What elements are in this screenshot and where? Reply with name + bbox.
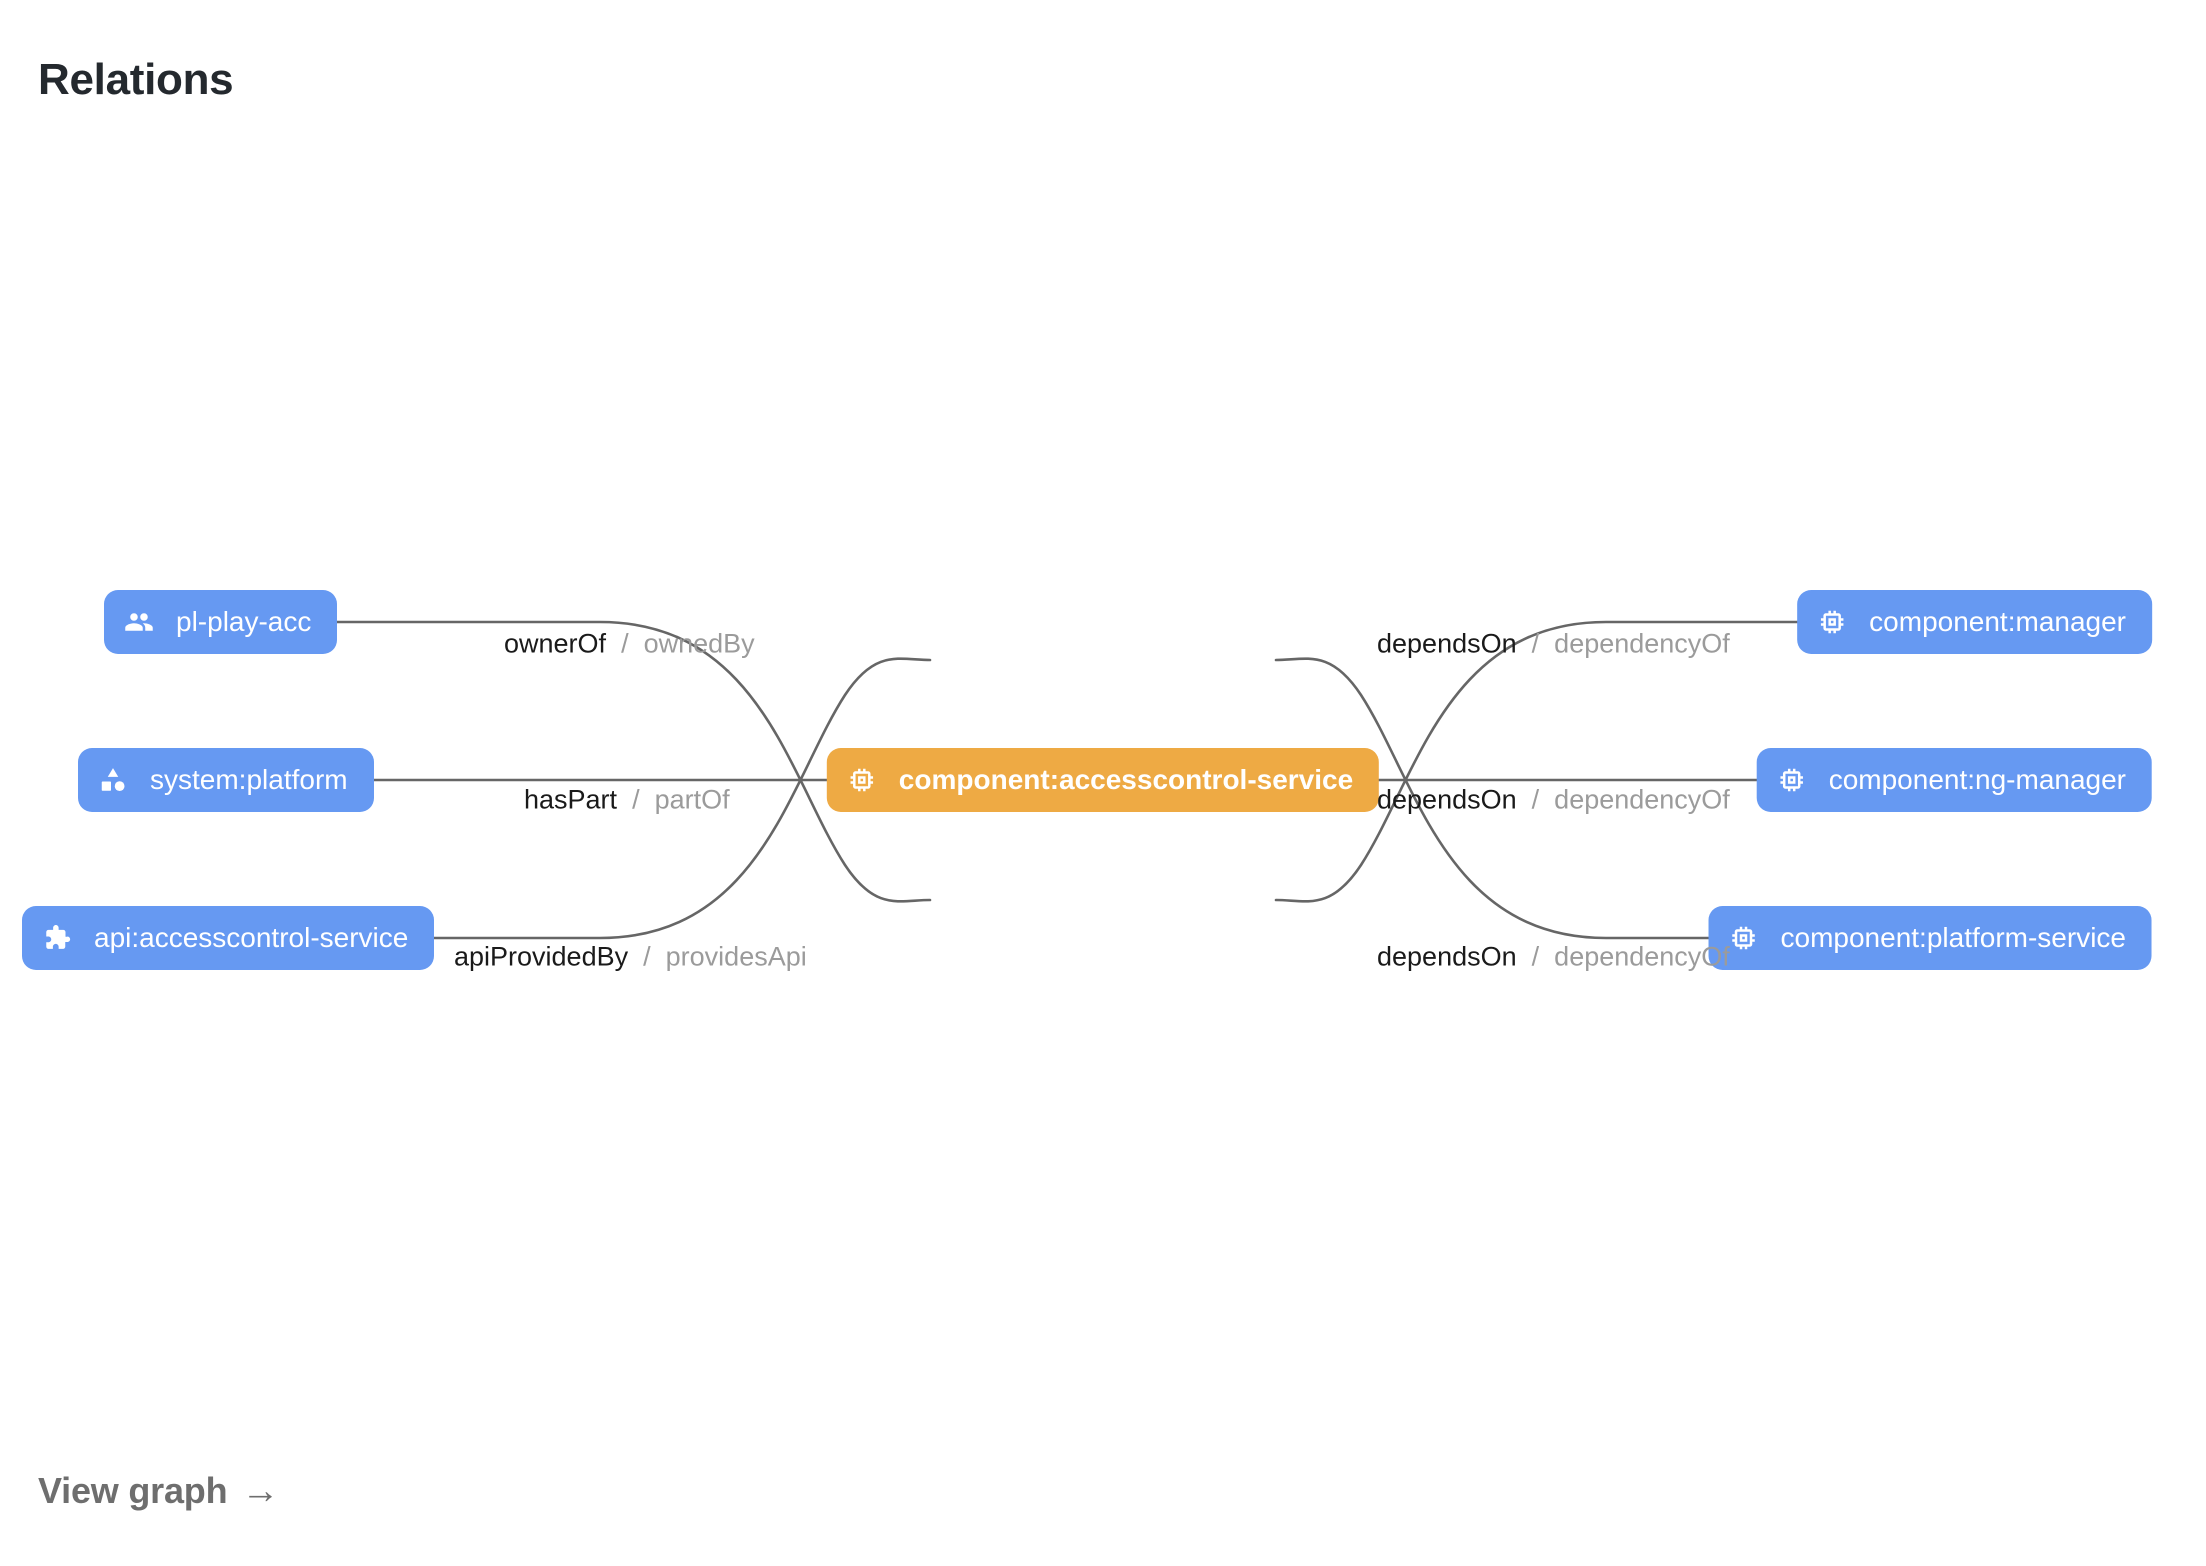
relations-graph: pl-play-acc system:platform api:accessco… <box>0 120 2206 1400</box>
edge-label-ownerOf: ownerOf / ownedBy <box>504 628 755 659</box>
graph-node-label: api:accesscontrol-service <box>94 922 409 953</box>
graph-node-label: component:manager <box>1869 606 2126 637</box>
edge-label-reverse: ownedBy <box>643 628 755 659</box>
graph-node-label: component:accesscontrol-service <box>898 764 1354 795</box>
arrow-right-icon: → <box>241 1470 280 1512</box>
graph-node-component-accesscontrol-service[interactable]: component:accesscontrol-service <box>826 748 1380 812</box>
edge-line-dependsOn-platform-service <box>1274 657 1802 940</box>
edge-label-reverse: dependencyOf <box>1554 628 1730 659</box>
view-graph-link[interactable]: View graph → <box>38 1470 279 1512</box>
edge-label-separator: / <box>624 784 648 815</box>
graph-node-label: pl-play-acc <box>176 606 312 637</box>
edge-line-dependsOn-manager <box>1274 620 1882 903</box>
edge-label-forward: apiProvidedBy <box>454 941 629 972</box>
graph-node-label: system:platform <box>150 764 348 795</box>
page-title: Relations <box>38 55 234 105</box>
edge-label-separator: / <box>1524 941 1547 972</box>
graph-node-component-ng-manager[interactable]: component:ng-manager <box>1756 748 2152 812</box>
edge-label-forward: dependsOn <box>1377 784 1517 815</box>
graph-node-component-platform-service[interactable]: component:platform-service <box>1708 906 2152 970</box>
edge-label-dependsOn-platform-service: dependsOn / dependencyOf <box>1377 941 1730 972</box>
edge-label-forward: ownerOf <box>504 628 607 659</box>
memory-chip-icon <box>847 765 877 795</box>
graph-node-component-manager[interactable]: component:manager <box>1797 590 2152 654</box>
puzzle-extension-icon <box>42 923 72 953</box>
view-graph-label: View graph <box>38 1470 228 1511</box>
edge-label-separator: / <box>613 628 637 659</box>
memory-chip-icon <box>1817 607 1847 637</box>
edge-label-separator: / <box>1524 628 1547 659</box>
edge-line-apiProvidedBy <box>404 657 932 940</box>
edge-label-reverse: providesApi <box>665 941 807 972</box>
graph-node-api-accesscontrol-service[interactable]: api:accesscontrol-service <box>22 906 435 970</box>
edge-label-forward: dependsOn <box>1377 941 1517 972</box>
edge-line-ownerOf <box>324 620 932 903</box>
group-people-icon <box>124 607 154 637</box>
edge-label-dependsOn-ng-manager: dependsOn / dependencyOf <box>1377 784 1730 815</box>
memory-chip-icon <box>1729 923 1759 953</box>
edge-label-apiProvidedBy: apiProvidedBy / providesApi <box>454 941 807 972</box>
edge-label-reverse: dependencyOf <box>1554 941 1730 972</box>
edge-label-separator: / <box>635 941 659 972</box>
memory-chip-icon <box>1777 765 1807 795</box>
category-shapes-icon <box>98 765 128 795</box>
edge-label-forward: dependsOn <box>1377 628 1517 659</box>
edge-label-reverse: partOf <box>654 784 730 815</box>
edge-label-forward: hasPart <box>524 784 618 815</box>
edge-label-reverse: dependencyOf <box>1554 784 1730 815</box>
graph-node-label: component:ng-manager <box>1828 764 2126 795</box>
graph-node-label: component:platform-service <box>1780 922 2126 953</box>
edge-label-dependsOn-manager: dependsOn / dependencyOf <box>1377 628 1730 659</box>
graph-node-pl-play-acc[interactable]: pl-play-acc <box>104 590 338 654</box>
edge-label-hasPart: hasPart / partOf <box>524 784 730 815</box>
graph-node-system-platform[interactable]: system:platform <box>78 748 374 812</box>
edge-label-separator: / <box>1524 784 1547 815</box>
